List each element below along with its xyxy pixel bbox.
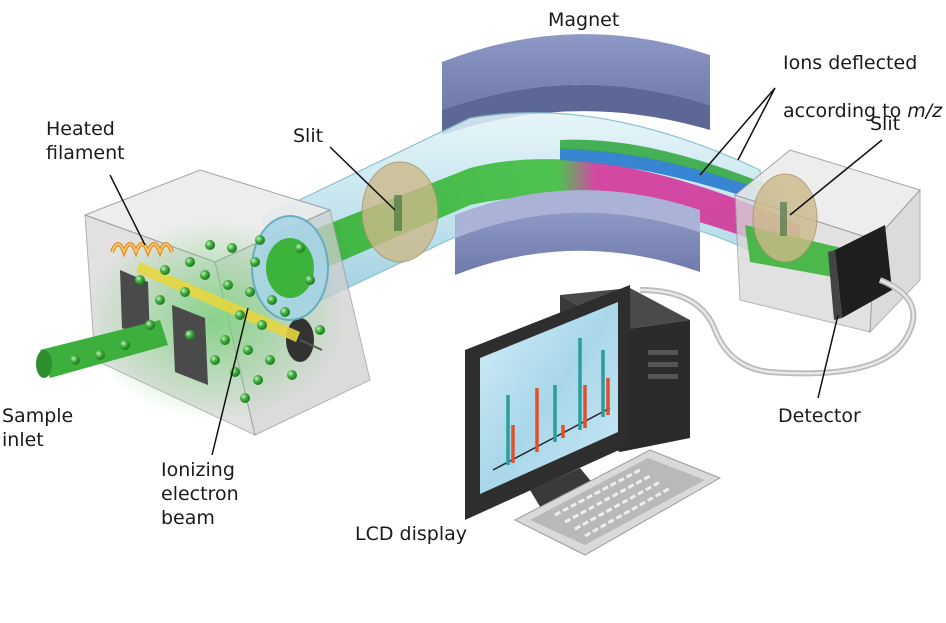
screen-spectrum: [506, 338, 610, 465]
label-magnet: Magnet: [548, 9, 620, 31]
ion-beams: [262, 139, 800, 290]
heated-filament: [110, 242, 174, 258]
leader-lines: [109, 87, 883, 456]
molecule-dots: [70, 235, 325, 403]
label-ions-mz: m/z: [907, 100, 943, 122]
slit-disc-left: [361, 161, 439, 263]
label-ions-line2: according to: [783, 100, 908, 122]
label-lcd-display: LCD display: [355, 523, 467, 545]
label-heated-filament: Heated filament: [46, 118, 125, 164]
entrance-tube: [251, 215, 329, 321]
magnet-upper-pole: [442, 34, 710, 135]
label-sample-inlet: Sample inlet: [2, 405, 74, 451]
keyboard: [513, 449, 722, 556]
label-slit-right: Slit: [870, 113, 901, 135]
label-detector: Detector: [778, 405, 861, 427]
label-ions-deflected: Ions deflected according to m/z: [783, 27, 942, 123]
slit-disc-right: [752, 173, 818, 263]
detector: [828, 225, 892, 320]
label-slit-left: Slit: [293, 125, 324, 147]
magnet-lower-pole: [455, 190, 700, 275]
label-ions-line1: Ions deflected: [783, 52, 918, 74]
label-ionizing-beam: Ionizing electron beam: [161, 459, 239, 529]
detector-cable: [639, 277, 917, 377]
